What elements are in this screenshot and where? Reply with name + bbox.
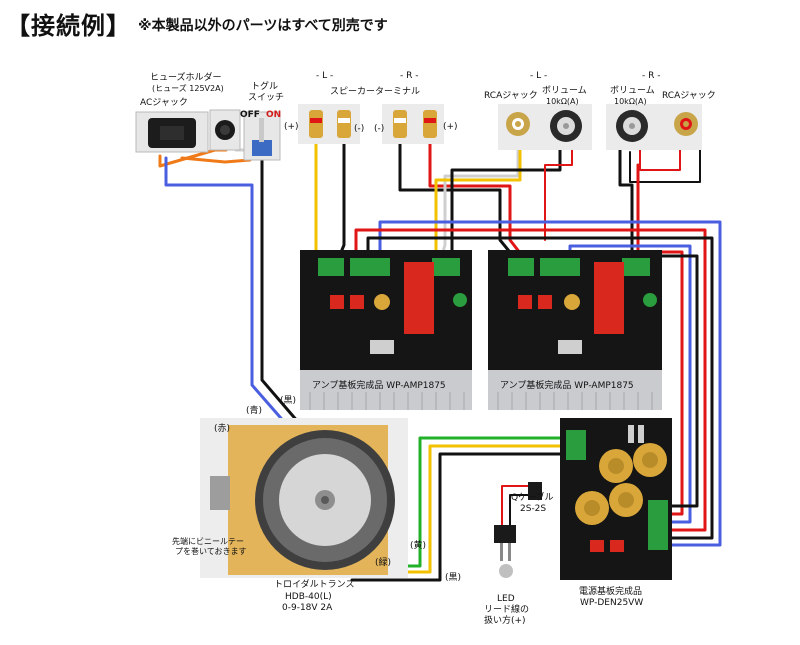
volume-l-label-1: ボリューム — [542, 86, 587, 96]
input-section — [498, 104, 702, 150]
volume-r-label-2: 10kΩ(A) — [614, 97, 647, 106]
switch-on-label: ON — [266, 110, 282, 120]
wire-yellow-label: (黄) — [410, 541, 427, 551]
rca-jack-r-label: RCAジャック — [662, 91, 716, 101]
page-title: 【接続例】 — [6, 12, 131, 40]
wire-black-spk-l-minus — [335, 138, 346, 264]
input-channel-l-label: - L - — [530, 71, 548, 81]
toggle-switch-label-1: トグル — [251, 82, 279, 92]
wire-black-label-1: (黒) — [280, 396, 297, 406]
rca-jack-r-icon — [674, 112, 698, 136]
amp-r-resistor-block — [594, 262, 624, 334]
speaker-terminal-post-l-plus-icon — [309, 110, 323, 138]
q-cable-label-1: Qケーブル — [511, 493, 554, 503]
toroidal-transformer — [200, 418, 408, 578]
fuse-spec-label: (ヒューズ 125V2A) — [152, 84, 224, 93]
wire-red-led — [501, 485, 529, 526]
speaker-l-plus-label: (+) — [284, 122, 299, 132]
psu-output-terminal — [648, 500, 668, 550]
switch-off-label: OFF — [240, 110, 260, 120]
speaker-terminal-label: スピーカーターミナル — [330, 87, 421, 97]
wire-black-vol-l — [450, 148, 562, 264]
wire-red-label: (赤) — [214, 424, 231, 434]
ac-jack-label: ACジャック — [140, 98, 188, 108]
wire-red-spk-r-plus — [428, 138, 529, 264]
wire-red-vol-l — [544, 149, 573, 241]
speaker-channel-r-label: - R - — [400, 71, 419, 81]
wire-red-psu-amp-l — [354, 228, 707, 532]
wire-black-trans-psu — [350, 452, 572, 582]
wire-yellow-vol-l — [434, 146, 522, 264]
rca-jack-l-label: RCAジャック — [484, 91, 538, 101]
toggle-switch-icon — [252, 140, 272, 156]
wire-black-psu-amp-l — [366, 236, 714, 540]
input-channel-r-label: - R - — [642, 71, 661, 81]
speaker-terminal-post-r-minus-icon — [393, 110, 407, 138]
wire-black-switch-transformer — [260, 158, 307, 432]
amp-board-r-label: アンプ基板完成品 WP-AMP1875 — [500, 381, 634, 391]
wire-yellow-spk-l-plus — [314, 138, 330, 264]
amp-l-capacitor-icon — [374, 294, 390, 310]
amp-r-terminal-output — [508, 258, 534, 276]
volume-r-knob-icon — [616, 110, 648, 142]
amp-r-capacitor-icon — [564, 294, 580, 310]
ac-input-section — [135, 109, 281, 161]
led-connector-icon — [494, 525, 516, 543]
insulation-tape-icon — [210, 476, 230, 510]
wire-blue-psu-amp-l — [378, 220, 722, 547]
psu-label-1: 電源基板完成品 — [579, 587, 643, 597]
speaker-terminal-post-r-plus-icon — [423, 110, 437, 138]
wire-orange-ac-switch — [180, 156, 252, 164]
amp-board-l — [300, 250, 472, 410]
wires — [158, 134, 722, 582]
wire-green-label: (緑) — [375, 558, 392, 568]
speaker-terminals — [298, 104, 444, 144]
q-cable-label-2: 2S-2S — [520, 504, 547, 514]
amp-board-l-label: アンプ基板完成品 WP-AMP1875 — [312, 381, 446, 391]
amp-r-heatsink — [488, 370, 662, 410]
transformer-label-1: トロイダルトランス — [274, 580, 355, 590]
amp-r-terminal-power — [540, 258, 580, 276]
wire-black-led — [509, 494, 529, 526]
insulation-note-2: プを巻いておきます — [175, 547, 247, 556]
transformer-label-2: HDB-40(L) — [285, 592, 332, 602]
amp-l-resistor-block — [404, 262, 434, 334]
page-subtitle: ※本製品以外のパーツはすべて別売です — [138, 18, 388, 34]
psu-input-terminal — [566, 430, 586, 460]
led-label-2: リード線の — [484, 605, 530, 615]
amp-l-terminal-power — [350, 258, 390, 276]
wire-black-spk-r-minus — [398, 138, 520, 264]
amp-board-r — [488, 250, 662, 410]
wire-blue-ac-transformer — [164, 156, 302, 442]
transformer-label-3: 0-9-18V 2A — [282, 603, 333, 613]
speaker-terminal-post-l-minus-icon — [337, 110, 351, 138]
volume-r-label-1: ボリューム — [610, 86, 655, 96]
insulation-note-1: 先端にビニールテー — [172, 537, 244, 546]
rca-jack-l-icon — [506, 112, 530, 136]
wire-red-vol-r — [639, 139, 681, 171]
led-label-1: LED — [497, 594, 515, 604]
amp-l-terminal-output — [318, 258, 344, 276]
volume-l-label-2: 10kΩ(A) — [546, 97, 579, 106]
speaker-channel-l-label: - L - — [316, 71, 334, 81]
wire-blue-label: (青) — [246, 406, 263, 416]
amp-r-terminal-input — [622, 258, 650, 276]
wire-black-vol-r-2 — [629, 139, 701, 183]
speaker-l-minus-label: (-) — [354, 124, 365, 134]
amp-l-terminal-input — [432, 258, 460, 276]
speaker-r-plus-label: (+) — [443, 122, 458, 132]
speaker-r-minus-label: (-) — [374, 124, 385, 134]
fuse-holder-label: ヒューズホルダー — [150, 73, 222, 83]
volume-l-knob-icon — [550, 110, 582, 142]
q-cable-led — [494, 482, 542, 578]
psu-label-2: WP-DEN25VW — [580, 598, 644, 608]
psu-board — [560, 418, 672, 580]
toggle-switch-label-2: スイッチ — [248, 93, 285, 103]
amp-l-heatsink — [300, 370, 472, 410]
led-label-3: 扱い方(+) — [484, 616, 526, 626]
wire-black-label-2: (黒) — [445, 573, 462, 583]
led-icon — [499, 564, 513, 578]
q-cable-connector-icon — [528, 482, 542, 500]
